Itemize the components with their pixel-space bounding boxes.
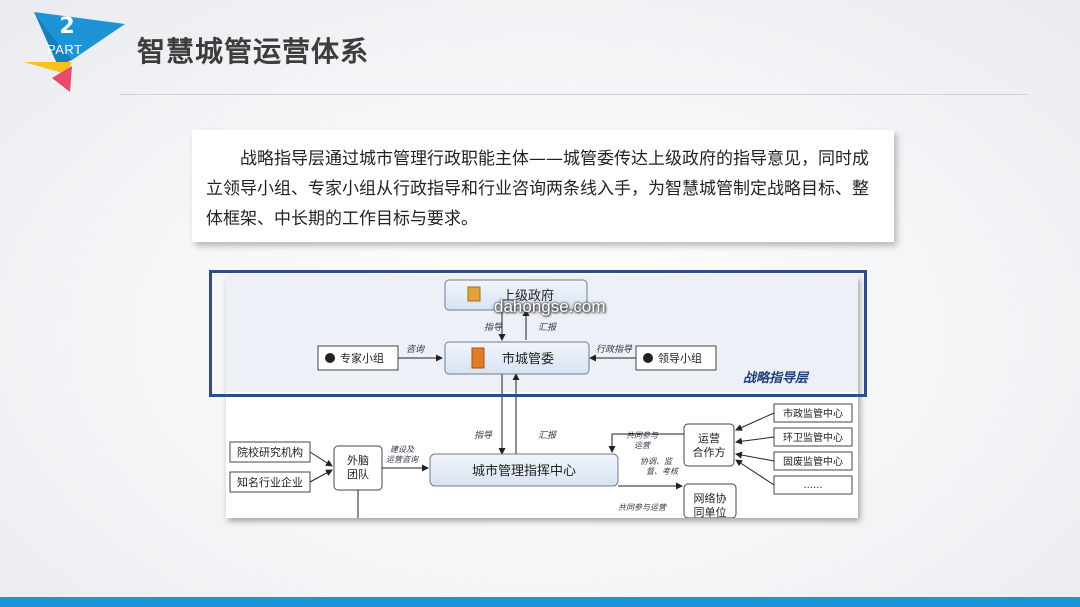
strategy-layer-highlight	[209, 270, 867, 397]
edge-label-report-top: 汇报	[538, 322, 557, 333]
node-command-center	[429, 453, 619, 487]
node-superior-gov-label: 上级政府	[502, 289, 554, 304]
edge-enterprise-to-team	[309, 469, 333, 483]
edge-more-to-partner	[735, 459, 775, 486]
badge-yellow-shape	[24, 62, 72, 74]
node-city-committee-label: 市城管委	[502, 351, 554, 367]
government-building-icon	[467, 286, 481, 302]
intro-text: 战略指导层通过城市管理行政职能主体——城管委传达上级政府的指导意见，同时成立领导…	[206, 149, 869, 229]
committee-building-icon	[471, 347, 485, 369]
edge-label-coordinate: 协调、监督、考核	[640, 457, 680, 476]
watermark: dahongse.com	[494, 297, 606, 316]
badge-blue-shape	[34, 12, 125, 60]
node-leader-group-label: 领导小组	[658, 351, 702, 365]
node-university-label: 院校研究机构	[237, 445, 303, 459]
edge-label-guide-bottom: 指导	[474, 430, 493, 441]
node-expert-group-label: 专家小组	[340, 351, 384, 365]
node-ops-partner	[683, 423, 735, 467]
node-more-label: ......	[803, 480, 822, 491]
part-number: 2	[59, 14, 75, 39]
node-solid-waste-center-label: 固废监管中心	[783, 455, 843, 468]
node-enterprise-label: 知名行业企业	[237, 475, 303, 489]
node-expert-group	[317, 345, 399, 371]
header-divider	[120, 94, 1028, 95]
layer-label: 战略指导层	[743, 370, 810, 386]
edge-university-to-team	[309, 451, 333, 467]
edge-waste-to-partner	[735, 451, 775, 462]
bottom-accent-bar	[0, 597, 1080, 607]
edge-sanitation-to-partner	[735, 436, 775, 445]
page-title: 智慧城管运营体系	[137, 35, 370, 68]
part-label: PART	[47, 42, 83, 57]
edge-label-suggest-consult: 建设及运营咨询	[386, 445, 419, 464]
edge-label-consult: 咨询	[406, 344, 426, 355]
org-diagram: 战略指导层 指导 汇报 指导 汇报 咨询 行政指导 上级政府 市城管委 专家小组…	[226, 276, 858, 518]
person-icon	[325, 353, 335, 363]
node-network-unit	[683, 483, 737, 518]
person-icon	[643, 353, 653, 363]
edge-label-co-ops-1: 共同参与运营	[626, 431, 659, 450]
node-municipal-center-label: 市政监管中心	[783, 407, 843, 420]
node-sanitation-center-label: 环卫监管中心	[783, 431, 843, 444]
badge-blue-shade	[34, 12, 72, 66]
edge-label-co-ops-2: 共同参与运营	[618, 503, 668, 512]
badge-pink-shape	[52, 66, 72, 92]
edge-label-guide-top: 指导	[484, 322, 503, 333]
edge-municipal-to-partner	[735, 412, 775, 431]
node-ops-partner-label: 运营合作方	[693, 431, 726, 459]
edge-label-report-bottom: 汇报	[538, 430, 557, 441]
edge-label-admin-guide: 行政指导	[596, 344, 633, 355]
node-command-center-label: 城市管理指挥中心	[472, 463, 576, 479]
intro-card: 战略指导层通过城市管理行政职能主体——城管委传达上级政府的指导意见，同时成立领导…	[192, 130, 894, 242]
part-badge	[24, 12, 125, 92]
node-external-team-label: 外脑团队	[347, 454, 369, 481]
node-network-unit-label: 网络协同单位	[694, 491, 727, 518]
